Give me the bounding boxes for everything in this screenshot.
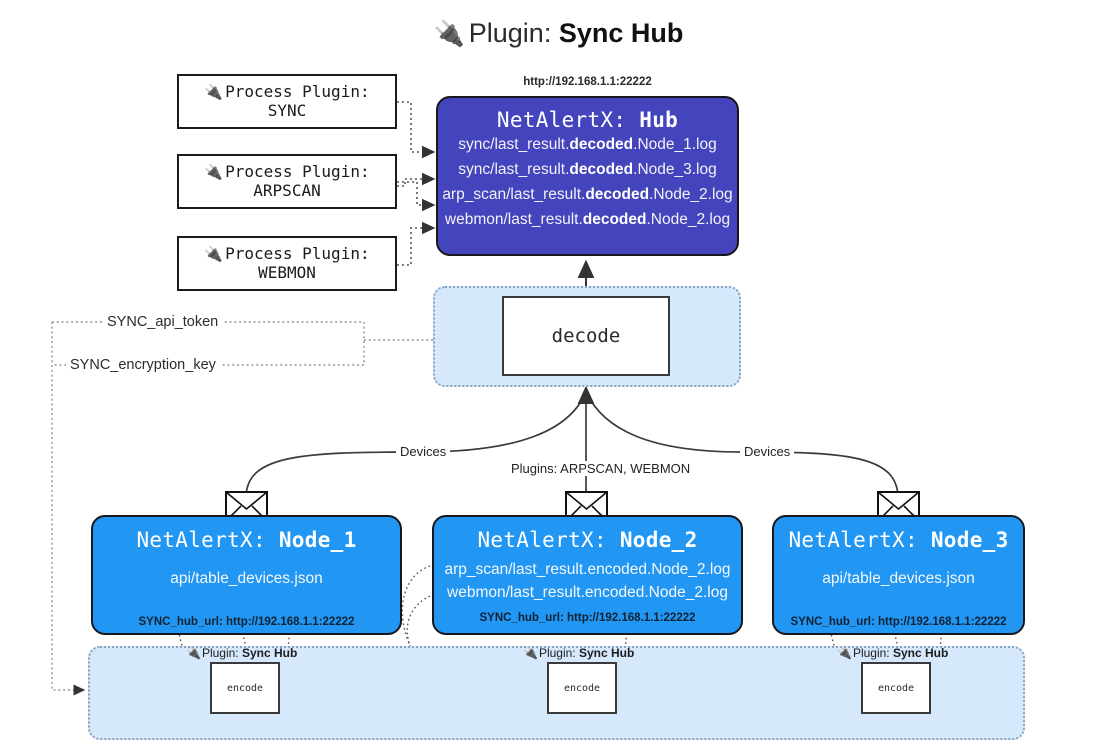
node-log-line: webmon/last_result.encoded.Node_2.log <box>447 584 728 602</box>
hub-url-label: http://192.168.1.1:22222 <box>523 76 652 88</box>
edge-label-devices-left: Devices <box>396 444 451 459</box>
hub-log-line: sync/last_result.decoded.Node_1.log <box>458 136 717 153</box>
edge-label-plugins-center: Plugins: ARPSCAN, WEBMON <box>507 461 695 476</box>
plug-icon: 🔌 <box>204 162 224 181</box>
plug-icon: 🔌 <box>204 82 224 101</box>
process-plugin-label: Process Plugin: <box>225 161 370 181</box>
edge-label-devices-right: Devices <box>740 444 795 459</box>
node-log-line: arp_scan/last_result.encoded.Node_2.log <box>444 561 731 578</box>
node-footer: SYNC_hub_url: http://192.168.1.1:22222 <box>138 616 355 629</box>
page-title: 🔌Plugin: Sync Hub <box>0 18 1117 49</box>
process-plugin-name: WEBMON <box>258 262 316 282</box>
plug-icon: 🔌 <box>433 20 465 48</box>
plug-icon: 🔌 <box>204 244 224 263</box>
sync-encryption-key-label: SYNC_encryption_key <box>66 357 220 373</box>
node-box-node-1[interactable]: NetAlertX: Node_1 api/table_devices.json… <box>91 515 402 635</box>
node-log-line: api/table_devices.json <box>822 570 975 587</box>
process-plugin-arpscan[interactable]: 🔌Process Plugin: ARPSCAN <box>177 154 397 209</box>
node-footer: SYNC_hub_url: http://192.168.1.1:22222 <box>790 616 1007 629</box>
hub-title: NetAlertX: Hub <box>438 108 737 132</box>
page-title-prefix: Plugin: <box>468 18 552 48</box>
encoder-plugin-label-2: 🔌Plugin: Sync Hub <box>523 646 635 660</box>
plug-icon: 🔌 <box>837 646 852 660</box>
decode-box[interactable]: decode <box>502 296 670 376</box>
hub-log-line: sync/last_result.decoded.Node_3.log <box>458 161 717 179</box>
encode-box-1[interactable]: encode <box>210 662 280 714</box>
process-plugin-name: SYNC <box>267 100 307 120</box>
process-plugin-name: ARPSCAN <box>253 180 321 200</box>
process-plugin-webmon[interactable]: 🔌Process Plugin: WEBMON <box>177 236 397 291</box>
encoder-plugin-label-1: 🔌Plugin: Sync Hub <box>186 646 298 660</box>
node-title: NetAlertX: Node_2 <box>477 528 698 552</box>
node-log-line: api/table_devices.json <box>170 570 323 587</box>
encode-box-3[interactable]: encode <box>861 662 931 714</box>
hub-title-name: Hub <box>639 108 679 132</box>
hub-title-prefix: NetAlertX: <box>496 108 627 132</box>
process-plugin-label: Process Plugin: <box>225 81 370 101</box>
node-box-node-2[interactable]: NetAlertX: Node_2 arp_scan/last_result.e… <box>432 515 743 635</box>
node-footer: SYNC_hub_url: http://192.168.1.1:22222 <box>479 611 696 624</box>
plug-icon: 🔌 <box>523 646 538 660</box>
encoder-plugin-label-3: 🔌Plugin: Sync Hub <box>837 646 949 660</box>
hub-node[interactable]: NetAlertX: Hub sync/last_result.decoded.… <box>436 96 739 256</box>
hub-log-line: webmon/last_result.decoded.Node_2.log <box>444 211 731 229</box>
process-plugin-label: Process Plugin: <box>225 243 370 263</box>
node-box-node-3[interactable]: NetAlertX: Node_3 api/table_devices.json… <box>772 515 1025 635</box>
sync-api-token-label: SYNC_api_token <box>103 314 223 330</box>
encode-box-2[interactable]: encode <box>547 662 617 714</box>
process-plugin-sync[interactable]: 🔌Process Plugin: SYNC <box>177 74 397 129</box>
plug-icon: 🔌 <box>186 646 201 660</box>
hub-log-line: arp_scan/last_result.decoded.Node_2.log <box>442 186 733 204</box>
node-title: NetAlertX: Node_1 <box>136 528 357 552</box>
node-title: NetAlertX: Node_3 <box>788 528 1009 552</box>
page-title-name: Sync Hub <box>558 18 684 48</box>
